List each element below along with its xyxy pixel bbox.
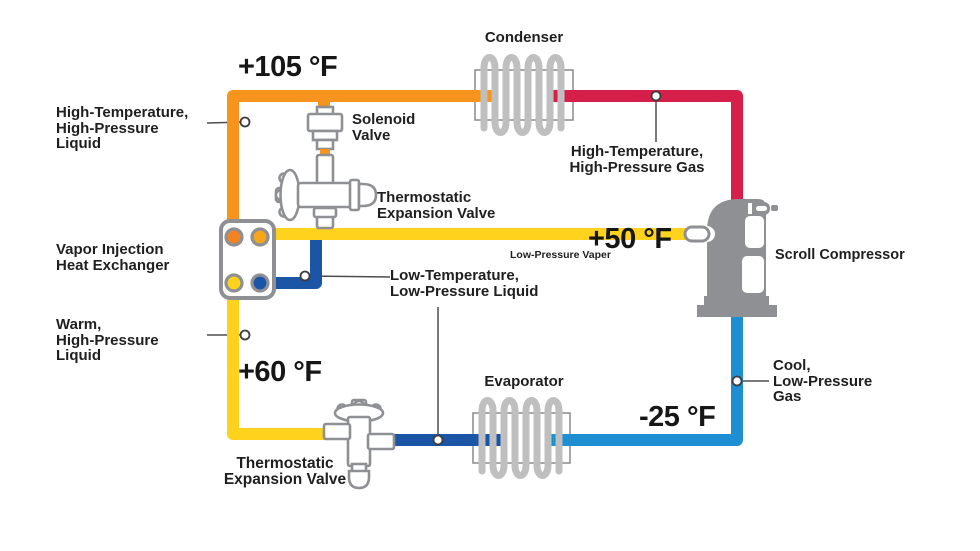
solenoid-neck (315, 138, 335, 151)
solenoid-mid (311, 129, 339, 142)
scroll-compressor-label: Scroll Compressor (775, 247, 905, 263)
txv-bottom-label-line2: Expansion Valve (223, 471, 347, 488)
warm-hp-liquid-label: Warm, High-Pressure Liquid (56, 317, 159, 364)
marker-ht-hp-liquid (239, 116, 251, 128)
hx-port-bottom-left (224, 273, 244, 293)
vapor-injection-heat-exchanger (219, 219, 276, 300)
txv-top-label-line1: Thermostatic (377, 189, 472, 206)
txv-bottom-right-port (366, 432, 396, 451)
ht-hp-liquid-line1: High-Temperature, (56, 104, 189, 121)
ht-hp-liquid-label: High-Temperature, High-Pressure Liquid (56, 105, 188, 152)
pipe-injection-expanded-liquid (272, 228, 322, 289)
compressor-stub-gap (748, 203, 752, 214)
txv-top-diaphragm (279, 168, 301, 222)
warm-hp-liquid-line1: Warm, (56, 316, 102, 333)
ht-hp-gas-label: High-Temperature, High-Pressure Gas (569, 144, 704, 175)
cool-lp-gas-label: Cool, Low-Pressure Gas (773, 358, 872, 405)
cool-lp-gas-line2: Low-Pressure (773, 372, 873, 390)
marker-lt-lp-liquid-evap (432, 434, 444, 446)
hx-port-top-left (224, 227, 244, 247)
compressor-top-port-slot (756, 206, 767, 211)
scroll-compressor (683, 199, 778, 317)
ht-hp-gas-line2: High-Pressure Gas (569, 158, 705, 176)
marker-cool-lp-gas (731, 375, 743, 387)
condenser-coil (480, 54, 565, 136)
evaporator-coil (478, 397, 563, 479)
txv-bottom-dome (347, 469, 371, 490)
txv-bottom-label: Thermostatic Expansion Valve (224, 456, 346, 488)
txv-top-bullet (357, 182, 378, 208)
hx-port-bottom-right (250, 273, 270, 293)
leader-ht-hp-liquid (206, 121, 246, 124)
ht-hp-gas-line1: High-Temperature, (570, 143, 704, 160)
solenoid-valve (306, 105, 344, 158)
hx-port-top-right (250, 227, 270, 247)
temp-condenser-line: +105 °F (238, 51, 338, 83)
low-pressure-vapor-label: Low-Pressure Vaper (510, 249, 611, 261)
ht-hp-liquid-line2: High-Pressure (56, 119, 159, 137)
cool-lp-gas-line1: Cool, (773, 357, 811, 374)
temp-vapor-injection-line: +50 °F (588, 223, 672, 255)
txv-top-right-collar (348, 178, 361, 212)
pipe-cool-gas-suction (548, 313, 743, 446)
txv-top-collar (312, 206, 338, 219)
txv-top-label-line2: Expansion Valve (377, 204, 496, 222)
lt-lp-liquid-label: Low-Temperature, Low-Pressure Liquid (390, 268, 538, 299)
compressor-cutout-lower (742, 256, 764, 293)
warm-hp-liquid-line2: High-Pressure (56, 331, 159, 349)
pipe-warm-liquid (227, 294, 330, 440)
pipe-high-temp-liquid (227, 90, 497, 226)
marker-ht-hp-gas (650, 90, 662, 102)
lt-lp-liquid-line1: Low-Temperature, (390, 267, 519, 284)
txv-bottom-valve (322, 398, 396, 490)
txv-bottom-label-line1: Thermostatic (236, 455, 334, 472)
solenoid-cap (306, 112, 344, 133)
cool-lp-gas-line3: Gas (773, 388, 802, 405)
solenoid-valve-label: Solenoid Valve (352, 112, 415, 143)
compressor-top-port-tip (771, 205, 778, 211)
vapor-injection-hx-label: Vapor Injection Heat Exchanger (56, 242, 169, 273)
pipe-high-temp-gas (552, 90, 743, 203)
compressor-base-lower (697, 305, 777, 317)
txv-top-label: Thermostatic Expansion Valve (377, 190, 495, 221)
vapor-injection-hx-label-line1: Vapor Injection (56, 241, 164, 258)
temp-suction-line: -25 °F (639, 401, 716, 433)
temp-liquid-line: +60 °F (238, 356, 322, 388)
condenser-label: Condenser (484, 29, 564, 46)
txv-top-valve (274, 153, 378, 230)
txv-bottom-left-port (322, 422, 352, 441)
compressor-injection-fitting (683, 225, 711, 243)
ht-hp-liquid-line3: Liquid (56, 135, 101, 152)
solenoid-valve-label-line1: Solenoid (352, 111, 416, 128)
callout-markers (239, 90, 743, 446)
warm-hp-liquid-line3: Liquid (56, 347, 101, 364)
marker-warm-hp-liquid (239, 329, 251, 341)
lt-lp-liquid-line2: Low-Pressure Liquid (390, 282, 539, 300)
solenoid-outlet-connector (320, 149, 330, 158)
marker-lt-lp-liquid-injection (299, 270, 311, 282)
compressor-base-upper (704, 296, 769, 307)
solenoid-valve-label-line2: Valve (352, 126, 391, 144)
compressor-cutout-upper (745, 216, 764, 248)
txv-top-barrel (296, 181, 356, 209)
evaporator-label: Evaporator (484, 373, 564, 390)
vapor-injection-hx-label-line2: Heat Exchanger (56, 256, 170, 274)
